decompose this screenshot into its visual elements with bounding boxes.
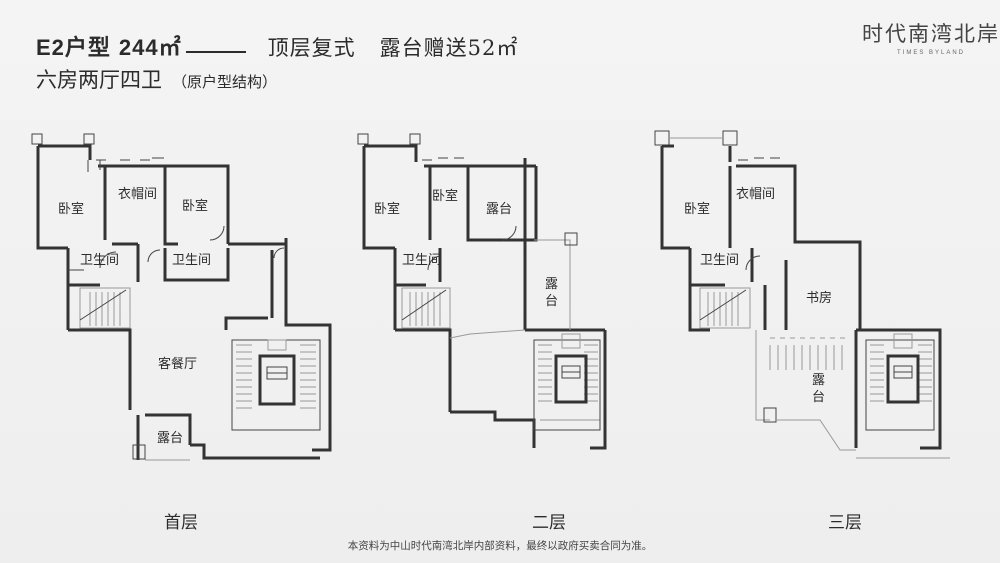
floor2-stairs [401,287,601,431]
floor-label-1: 首层 [164,513,198,533]
floor2-room-terrace-b-bottom: 台 [545,294,558,309]
structure-note: （原户型结构） [172,73,278,91]
column [654,130,670,146]
floor2-room-bedroom-a: 卧室 [374,201,400,217]
floor-plan-1: 卧室 衣帽间 卧室 卫生间 卫生间 客餐厅 露台 [31,133,332,461]
floor1-walls [31,133,332,461]
floor1-room-bedroom-b: 卧室 [182,198,208,214]
floor1-elevator [258,354,296,406]
unit-code: E2户型 [36,35,111,60]
column [31,133,43,145]
floor3-room-terrace-bottom: 台 [812,390,825,405]
floor2-room-terrace-b-top: 露 [545,277,558,292]
column [409,133,421,145]
unit-area: 244㎡ [118,35,182,60]
floor2-elevator [554,354,588,404]
floor-label-3: 三层 [828,513,862,533]
floor3-room-closet: 衣帽间 [736,186,775,202]
floor3-walls [654,130,950,459]
column [357,133,369,145]
column [83,133,95,145]
column [132,444,146,460]
floor2-walls [357,133,607,450]
floor2-room-bedroom-b: 卧室 [432,188,458,204]
floor3-elevator [886,354,920,404]
floor1-room-terrace: 露台 [157,431,183,446]
floor3-room-bath: 卫生间 [700,253,739,268]
column [763,407,777,423]
header-line: E2户型 244㎡ 顶层复式 露台赠送52㎡ [36,30,518,62]
room-layout: 六房两厅四卫 [36,68,162,92]
floor2-room-bath: 卫生间 [402,253,441,268]
floor3-room-study: 书房 [806,290,832,306]
logo-chinese: 时代南湾北岸 [862,22,1000,46]
title-underline [185,51,246,53]
floor3-room-terrace-top: 露 [812,373,825,388]
unit-type: 顶层复式 [267,36,356,60]
floor1-room-closet: 衣帽间 [118,186,157,202]
floor3-room-bedroom: 卧室 [684,201,710,217]
floor-plan-3: 卧室 衣帽间 卫生间 书房 露 台 [654,130,950,459]
floor1-stairs [79,287,321,431]
column [564,232,578,246]
terrace-bonus: 露台赠送52㎡ [379,36,519,60]
floor1-room-bath-a: 卫生间 [80,253,119,268]
column [722,130,738,146]
brand-logo: 时代南湾北岸 TIMES BYLAND [862,18,1000,56]
disclaimer-footnote: 本资料为中山时代南湾北岸内部资料，最终以政府买卖合同为准。 [347,540,653,552]
floor1-room-living: 客餐厅 [158,356,197,372]
floor3-stairs [699,287,935,431]
floor-plan-2: 卧室 卧室 露台 卫生间 露 台 [357,133,607,450]
floor2-room-terrace-a: 露台 [486,202,512,217]
floor1-room-bath-b: 卫生间 [172,253,211,268]
subtitle-line: 六房两厅四卫 （原户型结构） [36,64,277,94]
floor1-room-bedroom-a: 卧室 [58,201,84,217]
logo-english: TIMES BYLAND [896,50,965,56]
floor-label-2: 二层 [532,513,566,533]
